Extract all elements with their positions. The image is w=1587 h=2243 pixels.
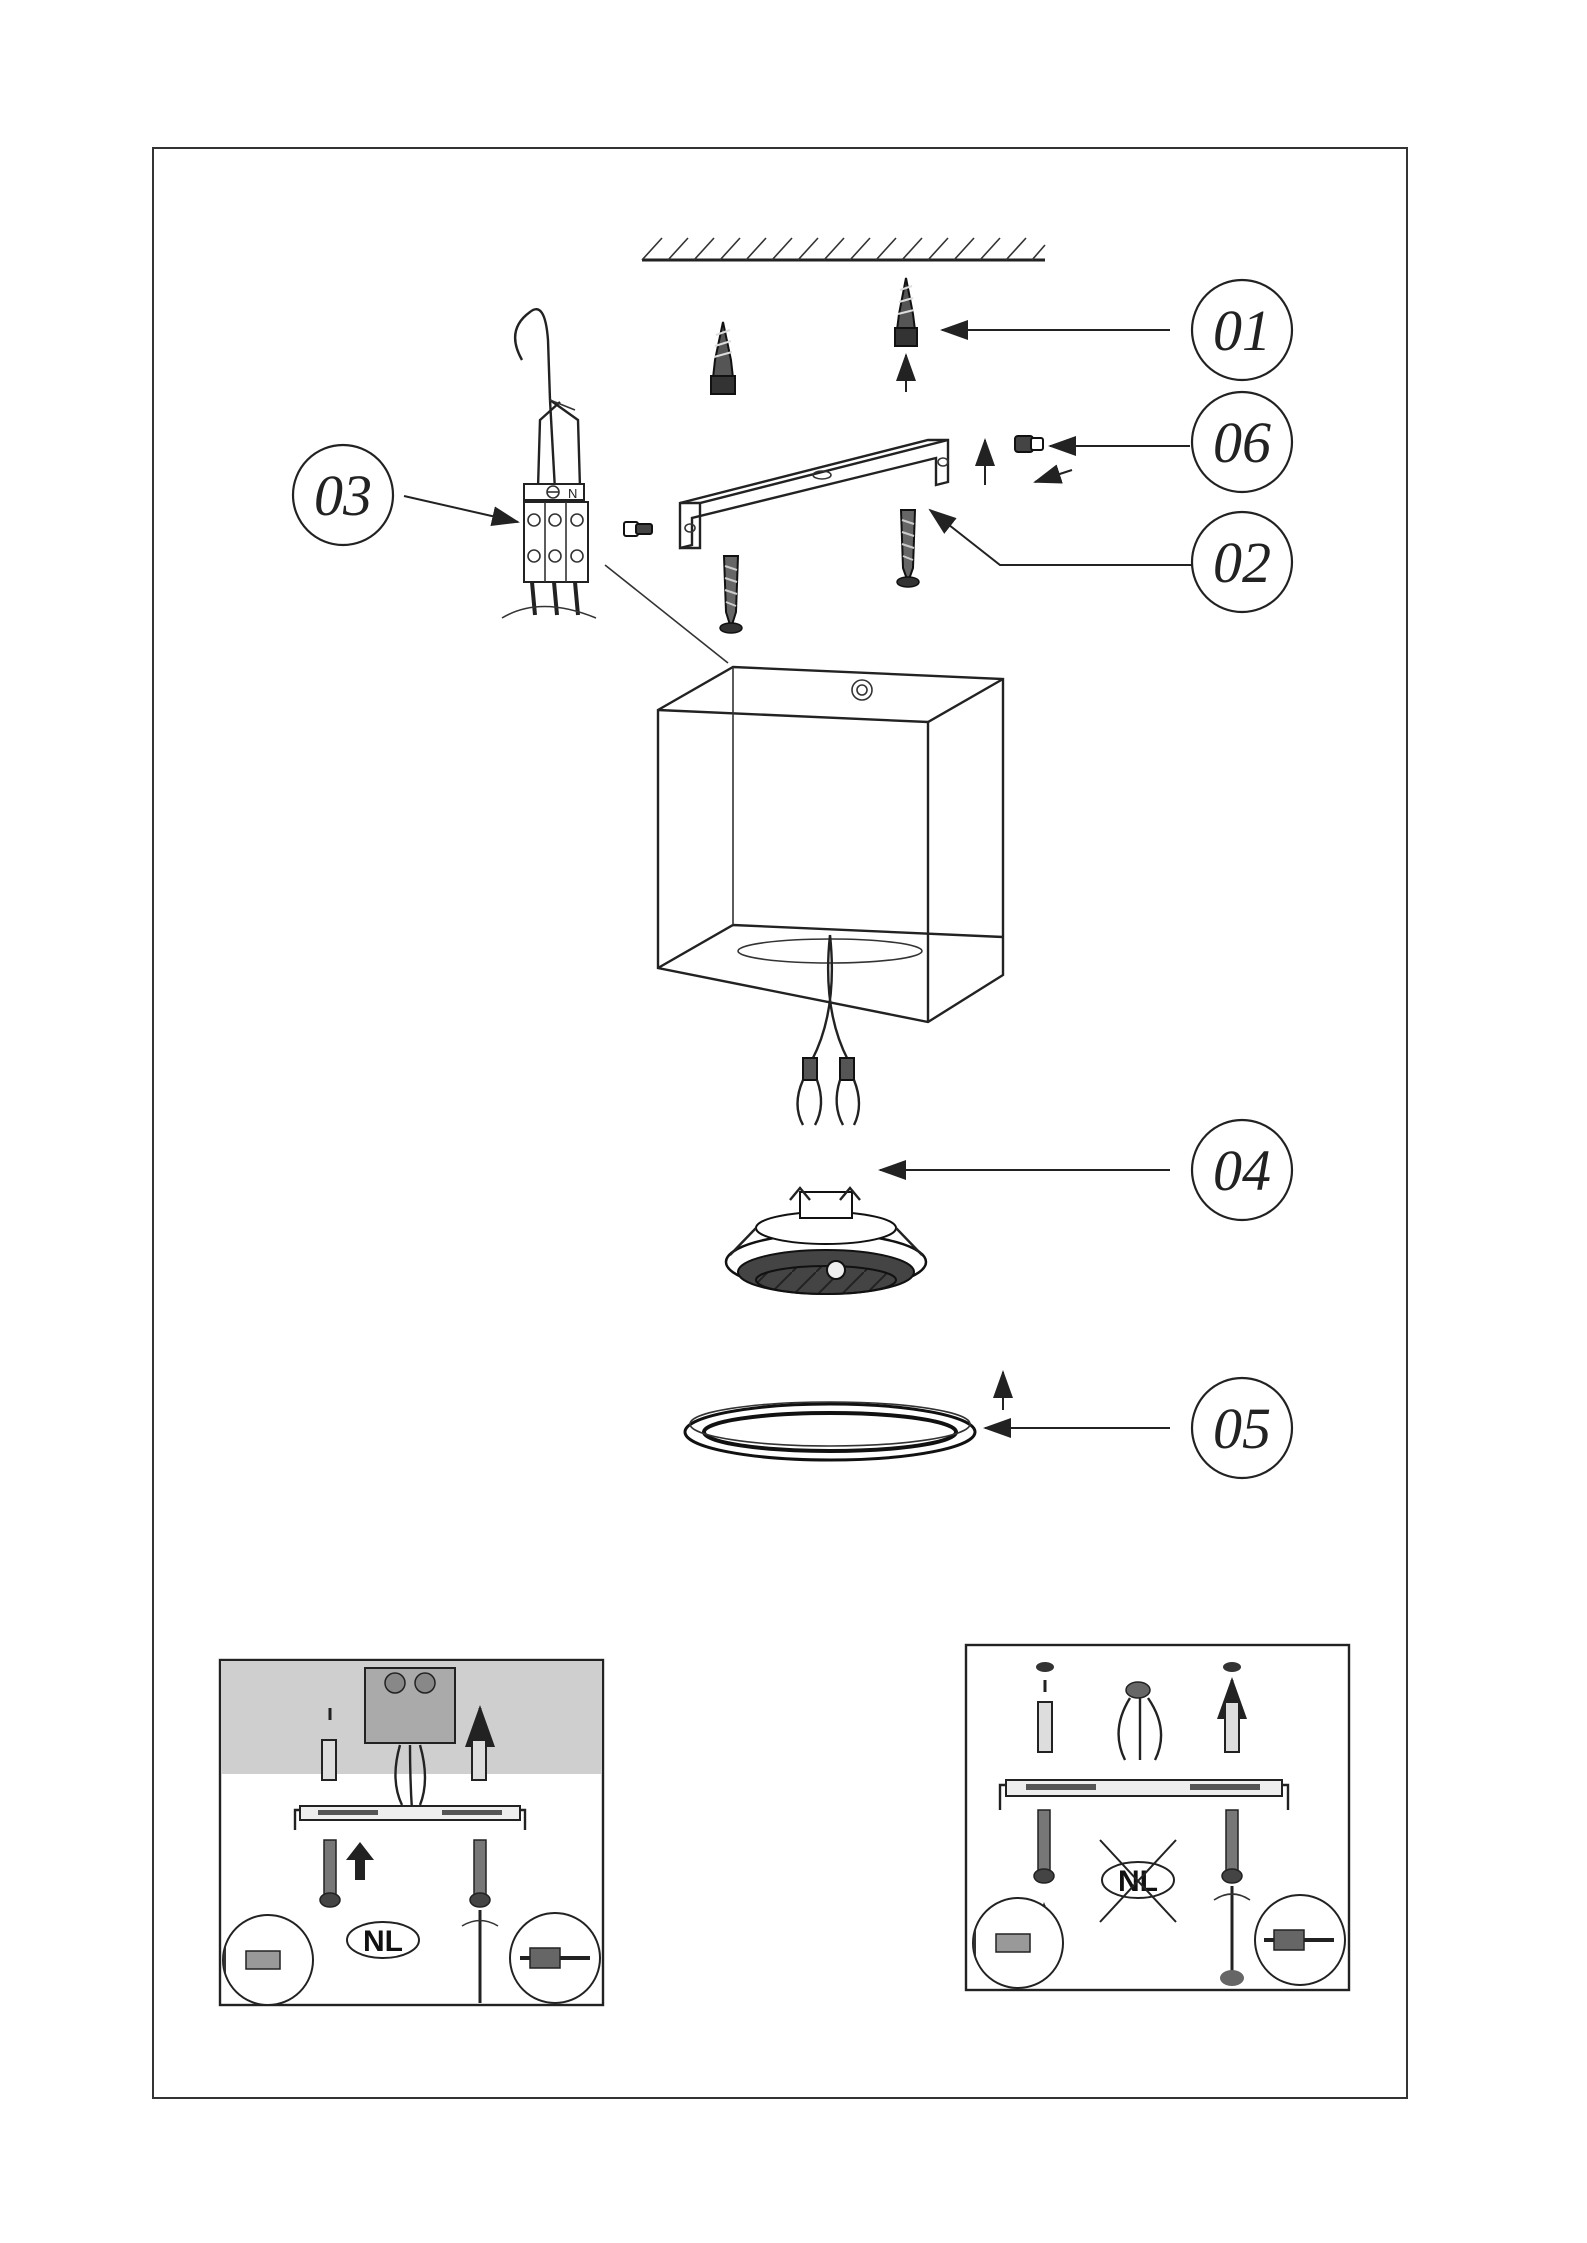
retaining-ring — [685, 1372, 1003, 1460]
svg-text:02: 02 — [1213, 530, 1271, 595]
inset-right-panel: NL — [966, 1645, 1349, 1990]
callout-05: 05 — [985, 1378, 1292, 1478]
callout-02: 02 — [930, 510, 1292, 612]
svg-text:NL: NL — [363, 1925, 403, 1958]
screw-right — [897, 510, 919, 587]
grub-screw-right — [1015, 436, 1072, 482]
svg-text:06: 06 — [1213, 410, 1271, 475]
callout-06: 06 — [1050, 392, 1292, 492]
mains-wiring — [515, 309, 580, 490]
svg-text:01: 01 — [1213, 298, 1271, 363]
neutral-label: N — [568, 486, 577, 501]
wall-plug-left — [711, 322, 735, 394]
callout-04: 04 — [880, 1120, 1292, 1220]
terminal-block: N — [502, 484, 596, 618]
wall-plug-right — [895, 278, 917, 392]
screw-left — [720, 556, 742, 633]
svg-text:05: 05 — [1213, 1396, 1271, 1461]
svg-text:04: 04 — [1213, 1138, 1271, 1203]
lamp-housing — [605, 565, 1003, 1125]
svg-text:03: 03 — [314, 463, 372, 528]
grub-screw-left — [624, 522, 652, 536]
ar111-lamp — [726, 1188, 926, 1294]
junction-box — [365, 1668, 455, 1743]
mounting-bracket — [680, 440, 985, 548]
callout-01: 01 — [942, 280, 1292, 380]
inset-left-panel: NL — [220, 1660, 603, 2005]
ceiling — [642, 238, 1045, 260]
callout-03: 03 — [293, 445, 518, 545]
